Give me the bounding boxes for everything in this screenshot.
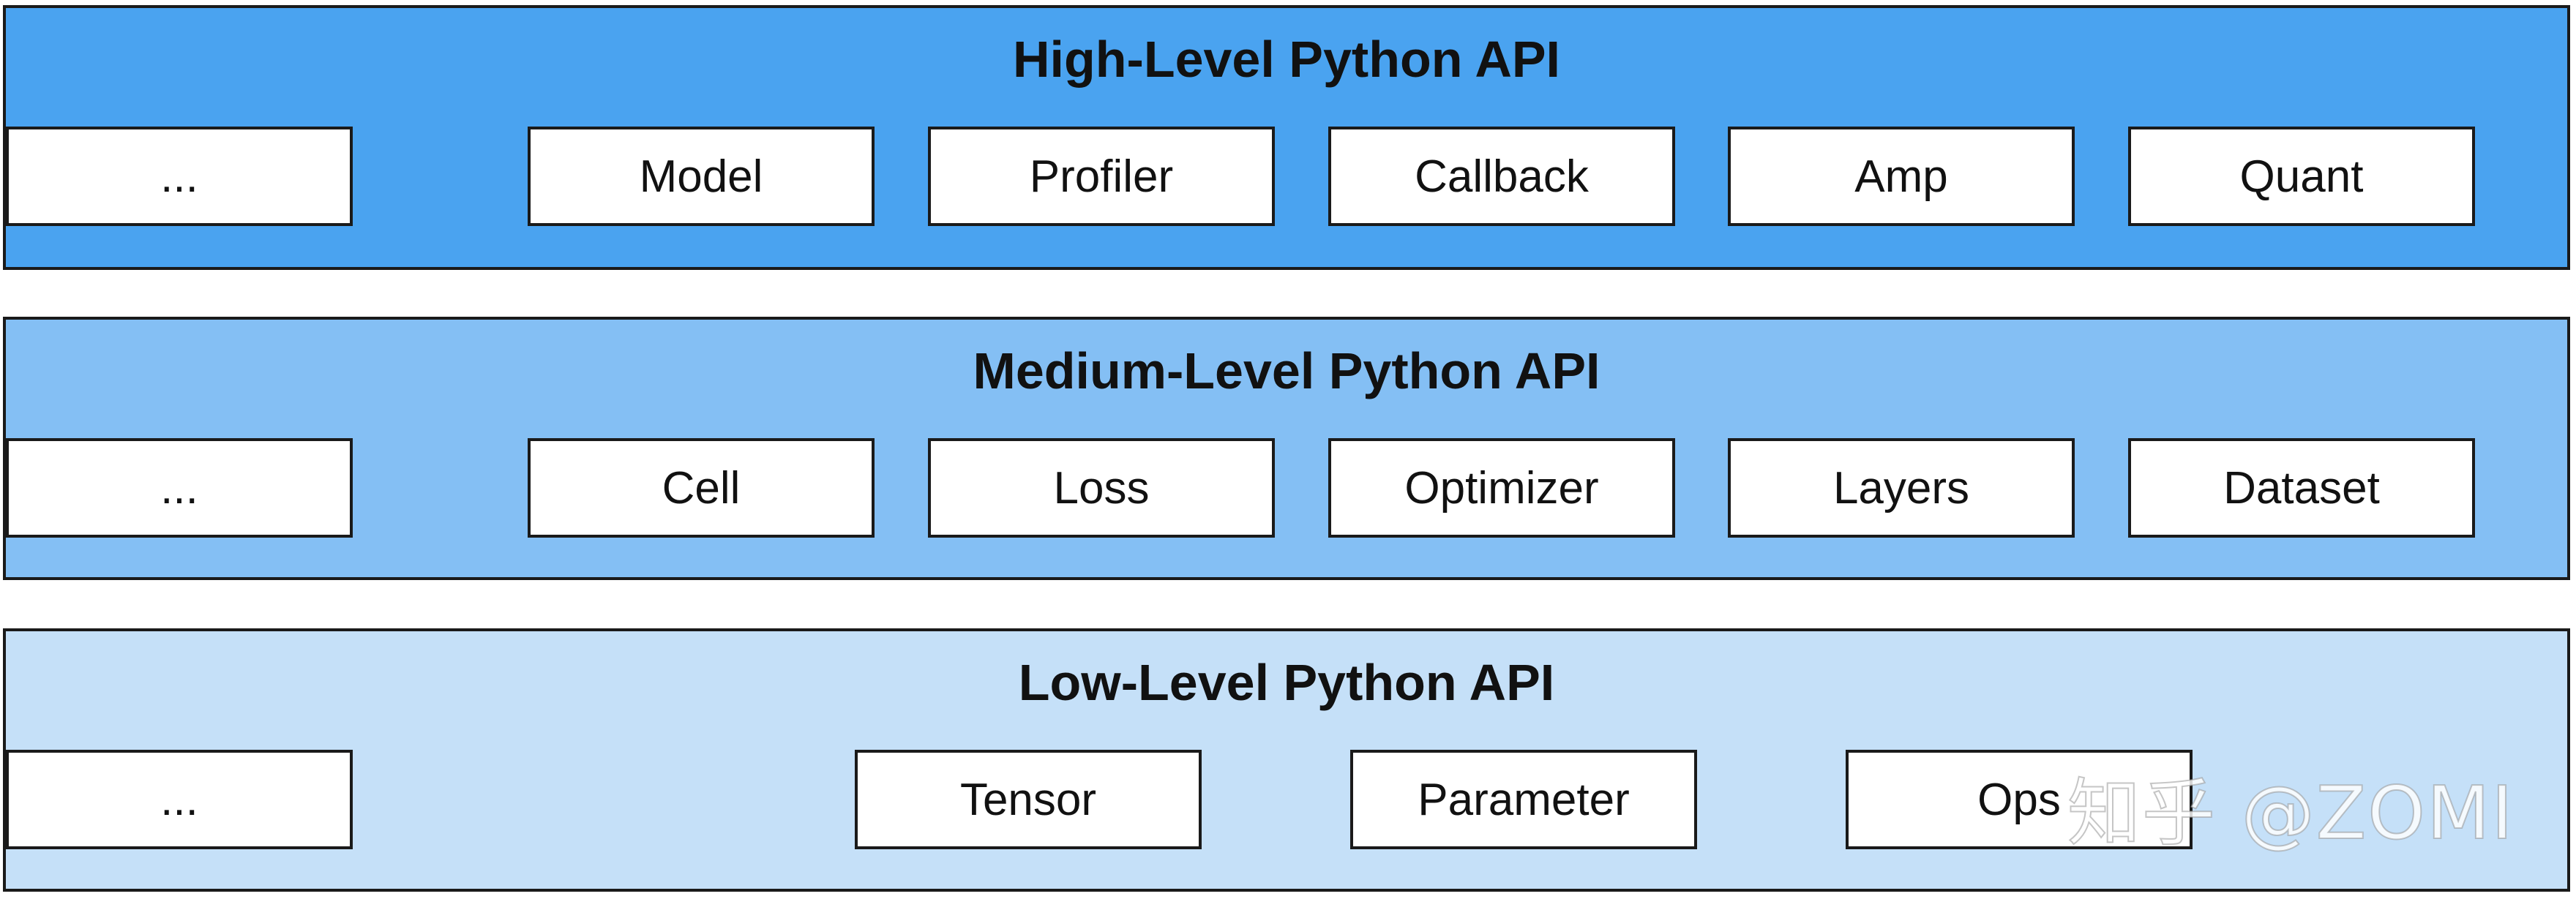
low-level-api-layer: Low-Level Python API Tensor Parameter Op… xyxy=(3,628,2570,892)
dataset-box: Dataset xyxy=(2128,438,2475,538)
optimizer-box: Optimizer xyxy=(1328,438,1675,538)
low-level-api-title: Low-Level Python API xyxy=(1018,654,1555,711)
high-level-more-box: ... xyxy=(6,127,353,226)
ops-box: Ops xyxy=(1846,750,2193,849)
cell-box: Cell xyxy=(528,438,875,538)
tensor-box: Tensor xyxy=(855,750,1202,849)
callback-box: Callback xyxy=(1328,127,1675,226)
profiler-box: Profiler xyxy=(928,127,1275,226)
high-level-api-title: High-Level Python API xyxy=(1012,31,1561,88)
quant-box: Quant xyxy=(2128,127,2475,226)
high-level-api-layer: High-Level Python API Model Profiler Cal… xyxy=(3,5,2570,270)
layers-box: Layers xyxy=(1728,438,2075,538)
watermark-text: 知乎 @ZOMI xyxy=(2067,770,2515,857)
medium-level-api-title: Medium-Level Python API xyxy=(973,342,1600,399)
loss-box: Loss xyxy=(928,438,1275,538)
low-level-more-box: ... xyxy=(6,750,353,849)
model-box: Model xyxy=(528,127,875,226)
medium-level-more-box: ... xyxy=(6,438,353,538)
medium-level-api-layer: Medium-Level Python API Cell Loss Optimi… xyxy=(3,317,2570,580)
parameter-box: Parameter xyxy=(1350,750,1697,849)
amp-box: Amp xyxy=(1728,127,2075,226)
